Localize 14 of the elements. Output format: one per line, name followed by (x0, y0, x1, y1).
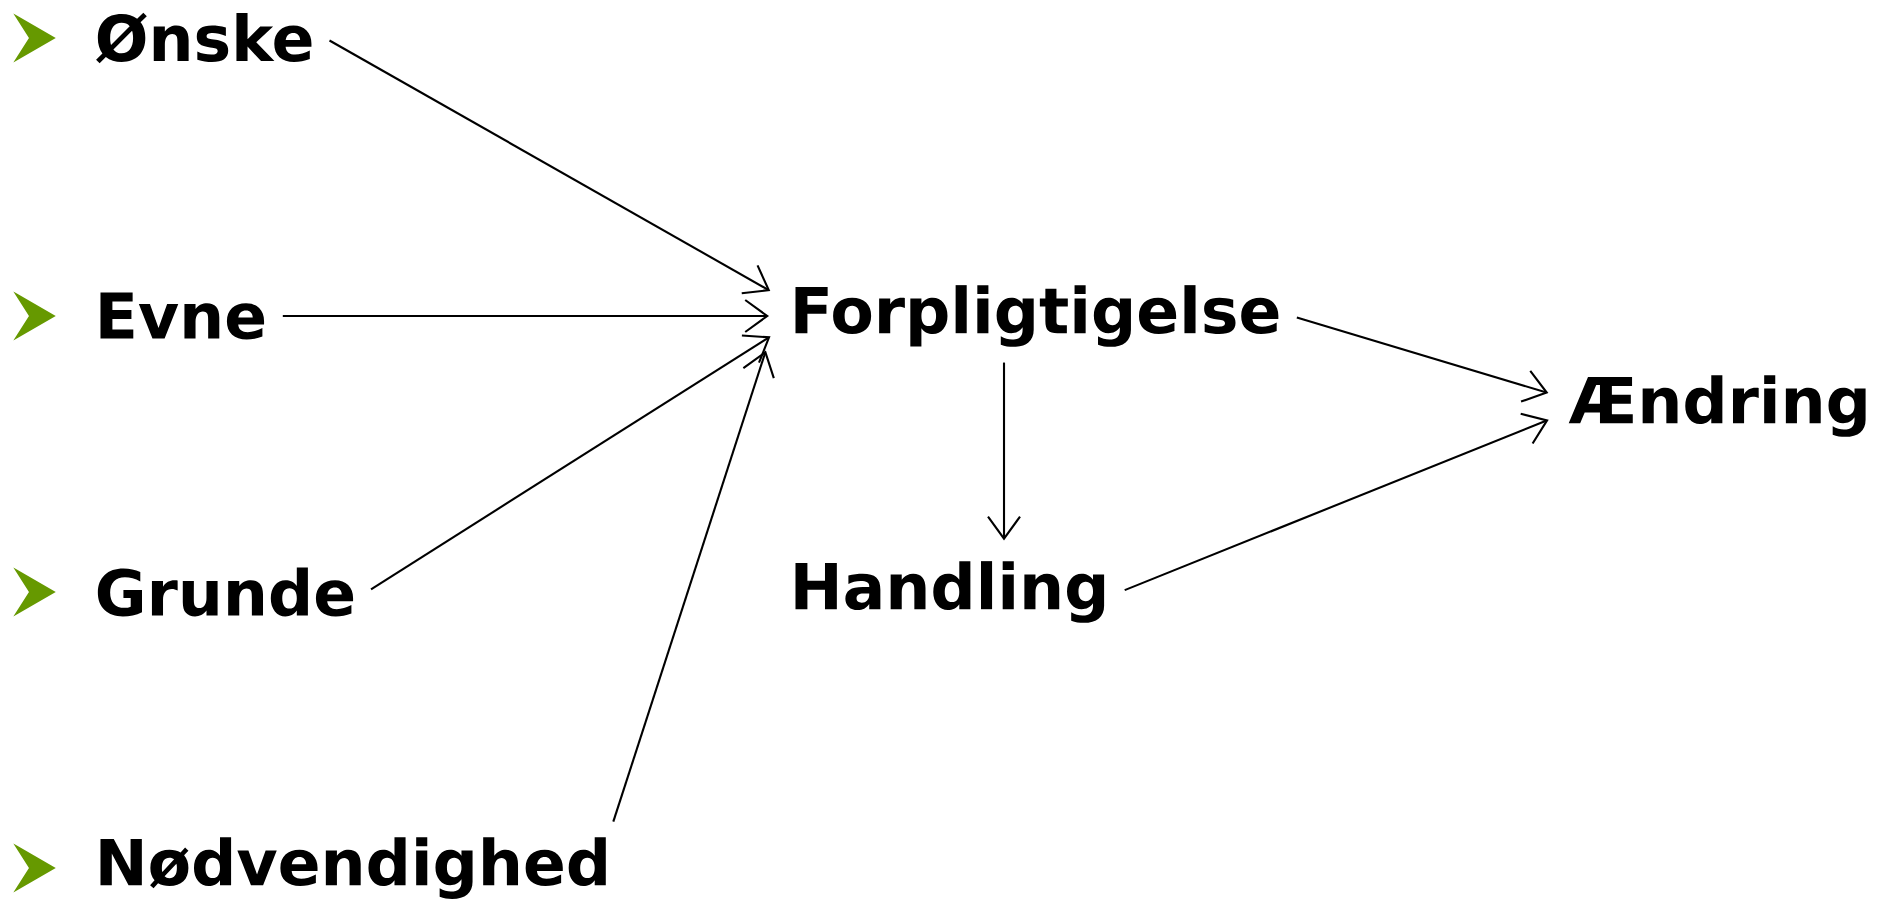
arrow (987, 362, 1021, 541)
arrow (282, 299, 769, 333)
arrow (1124, 412, 1549, 592)
arrow (612, 350, 775, 822)
arrow (370, 334, 771, 591)
arrow (329, 39, 771, 295)
node-label: Forpligtigelse (795, 285, 1279, 347)
node-label: Ændring (1568, 375, 1866, 437)
node-label: Handling (795, 561, 1105, 623)
node-label: Evne (100, 292, 265, 340)
node-label: Nødvendighed (100, 837, 606, 899)
node-label: Ønske (96, 12, 312, 64)
node-label: Grunde (97, 567, 354, 617)
arrow (1296, 316, 1549, 403)
